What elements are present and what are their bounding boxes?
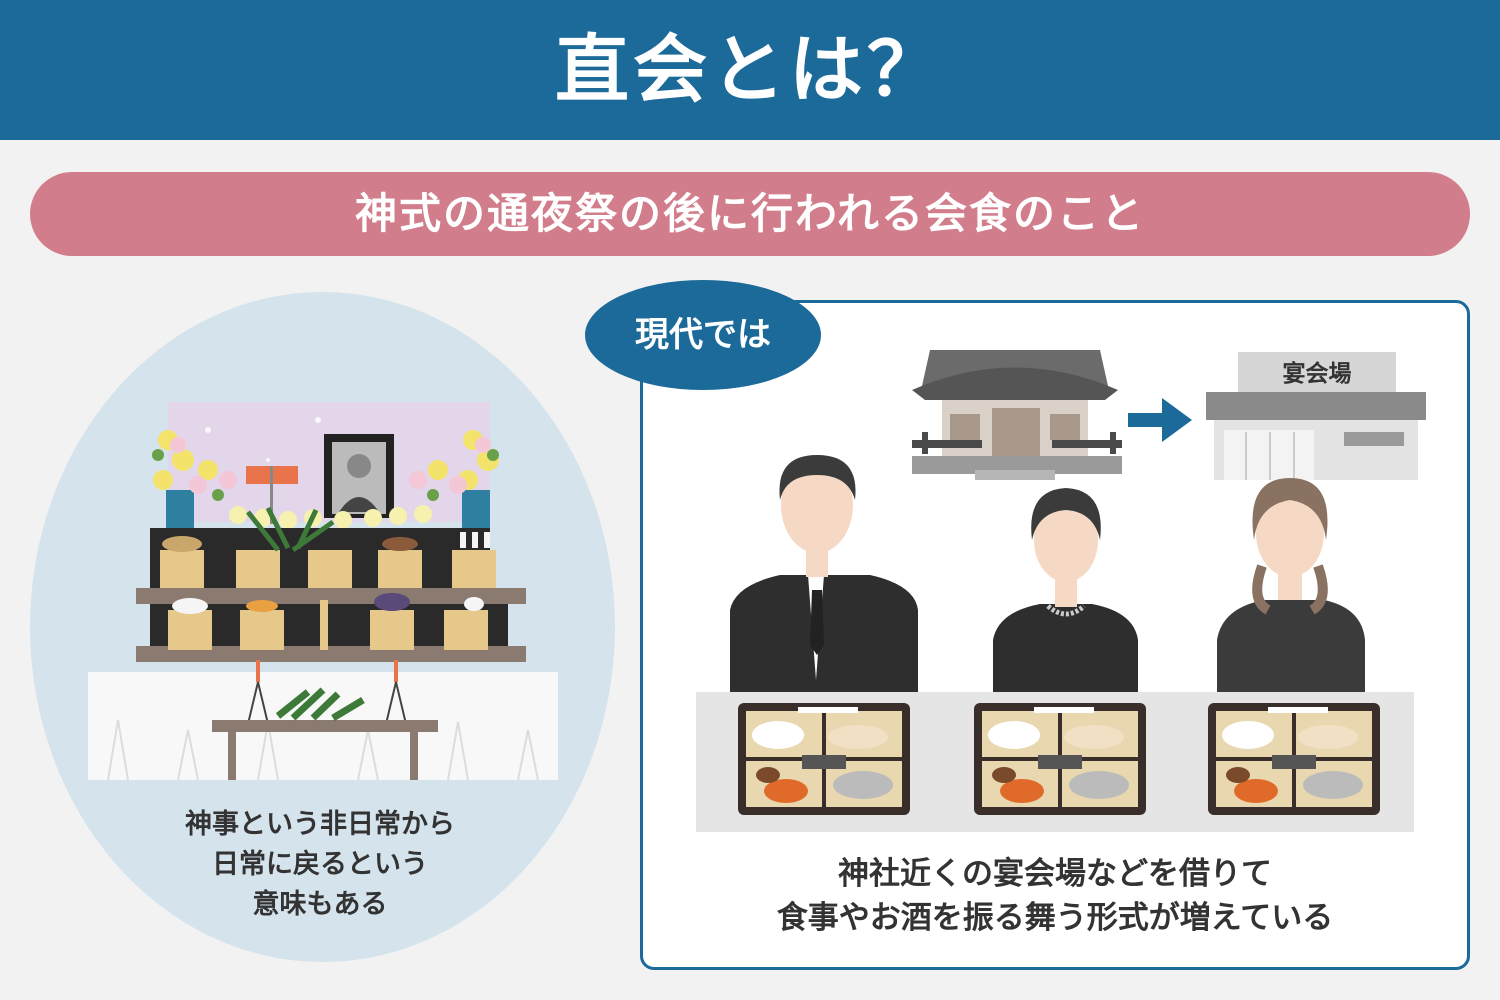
header-banner: 直会とは？ [0,0,1500,140]
bento-box-icon [1208,703,1380,815]
banquet-hall-icon [1206,352,1426,480]
right-caption: 神社近くの宴会場などを借りて 食事やお酒を振る舞う形式が増えている [660,852,1450,940]
man-figure [730,455,918,692]
bento-box-icon [974,703,1146,815]
shrine-icon [912,350,1122,480]
left-caption: 神事という非日常から 日常に戻るという 意味もある [120,805,520,925]
modern-badge: 現代では [585,280,821,390]
right-caption-line: 食事やお酒を振る舞う形式が増えている [776,900,1334,936]
left-caption-line: 日常に戻るという [212,849,428,880]
woman-figure [1217,478,1365,692]
left-caption-line: 意味もある [252,889,388,920]
shinto-altar-illustration [88,402,558,780]
bento-box-icon [738,703,910,815]
subtitle-banner: 神式の通夜祭の後に行われる会食のこと [30,172,1470,256]
arrow-right-icon [1128,398,1192,442]
banquet-hall-sign: 宴会場 [1282,361,1352,387]
modern-badge-label: 現代では [635,315,771,355]
right-caption-line: 神社近くの宴会場などを借りて [838,856,1272,892]
subtitle-text: 神式の通夜祭の後に行われる会食のこと [355,189,1145,238]
woman-figure [993,488,1138,692]
page-title: 直会とは？ [555,27,945,113]
left-caption-line: 神事という非日常から [185,809,455,840]
